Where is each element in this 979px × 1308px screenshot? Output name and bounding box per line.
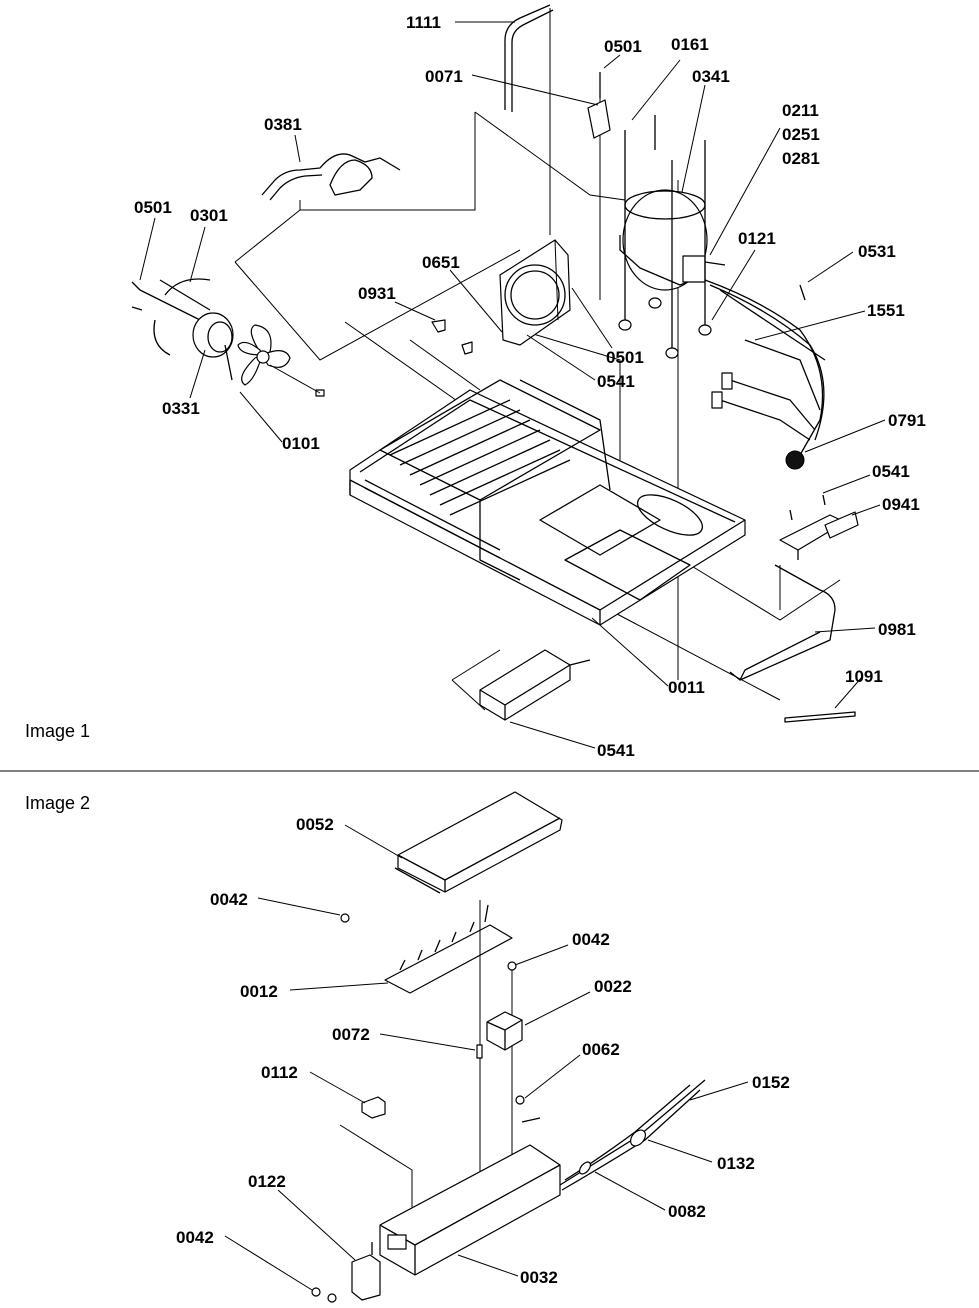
callout-0541-mid: 0541 xyxy=(597,372,635,391)
callout-0152: 0152 xyxy=(752,1073,790,1092)
callout-0501-top: 0501 xyxy=(604,37,642,56)
callout-0981: 0981 xyxy=(878,620,916,639)
image2-leaders xyxy=(224,824,749,1291)
callout-0082: 0082 xyxy=(668,1202,706,1221)
callout-0381: 0381 xyxy=(264,115,302,134)
callout-0281: 0281 xyxy=(782,149,820,168)
callout-0042-bottom: 0042 xyxy=(176,1228,214,1247)
callout-0301: 0301 xyxy=(190,206,228,225)
callout-0122: 0122 xyxy=(248,1172,286,1191)
section-title-image-2: Image 2 xyxy=(25,793,90,813)
callout-0341: 0341 xyxy=(692,67,730,86)
callout-0941: 0941 xyxy=(882,495,920,514)
callout-0011: 0011 xyxy=(668,678,705,697)
callout-0072: 0072 xyxy=(332,1025,370,1044)
callout-0651: 0651 xyxy=(422,253,460,272)
callout-1091: 1091 xyxy=(845,667,883,686)
image1-labels: 1111 0501 0161 0071 0341 0381 0211 0251 … xyxy=(134,13,926,760)
callout-0211: 0211 xyxy=(782,101,819,120)
callout-0022: 0022 xyxy=(594,977,632,996)
callout-0012: 0012 xyxy=(240,982,278,1001)
callout-0931: 0931 xyxy=(358,284,396,303)
callout-0501-left: 0501 xyxy=(134,198,172,217)
callout-0052: 0052 xyxy=(296,815,334,834)
image1-drawing xyxy=(131,4,859,723)
callout-1551: 1551 xyxy=(867,301,905,320)
image2-labels: 0052 0042 0042 0012 0022 0072 0062 0112 … xyxy=(176,815,790,1287)
image2-drawing xyxy=(311,791,706,1303)
callout-0331: 0331 xyxy=(162,399,200,418)
callout-0132: 0132 xyxy=(717,1154,755,1173)
callout-0042-right: 0042 xyxy=(572,930,610,949)
callout-0501-mid: 0501 xyxy=(606,348,644,367)
callout-1111: 1111 xyxy=(406,13,441,32)
callout-0791: 0791 xyxy=(888,411,926,430)
callout-0101: 0101 xyxy=(282,434,320,453)
callout-0541-right: 0541 xyxy=(872,462,910,481)
callout-0112: 0112 xyxy=(261,1063,298,1082)
section-title-image-1: Image 1 xyxy=(25,721,90,741)
callout-0541-bottom: 0541 xyxy=(597,741,635,760)
callout-0032: 0032 xyxy=(520,1268,558,1287)
callout-0062: 0062 xyxy=(582,1040,620,1059)
callout-0042-left: 0042 xyxy=(210,890,248,909)
image1-leaders xyxy=(139,21,886,749)
callout-0121: 0121 xyxy=(738,229,776,248)
callout-0071: 0071 xyxy=(425,67,463,86)
callout-0161: 0161 xyxy=(671,35,709,54)
callout-0251: 0251 xyxy=(782,125,820,144)
callout-0531: 0531 xyxy=(858,242,896,261)
